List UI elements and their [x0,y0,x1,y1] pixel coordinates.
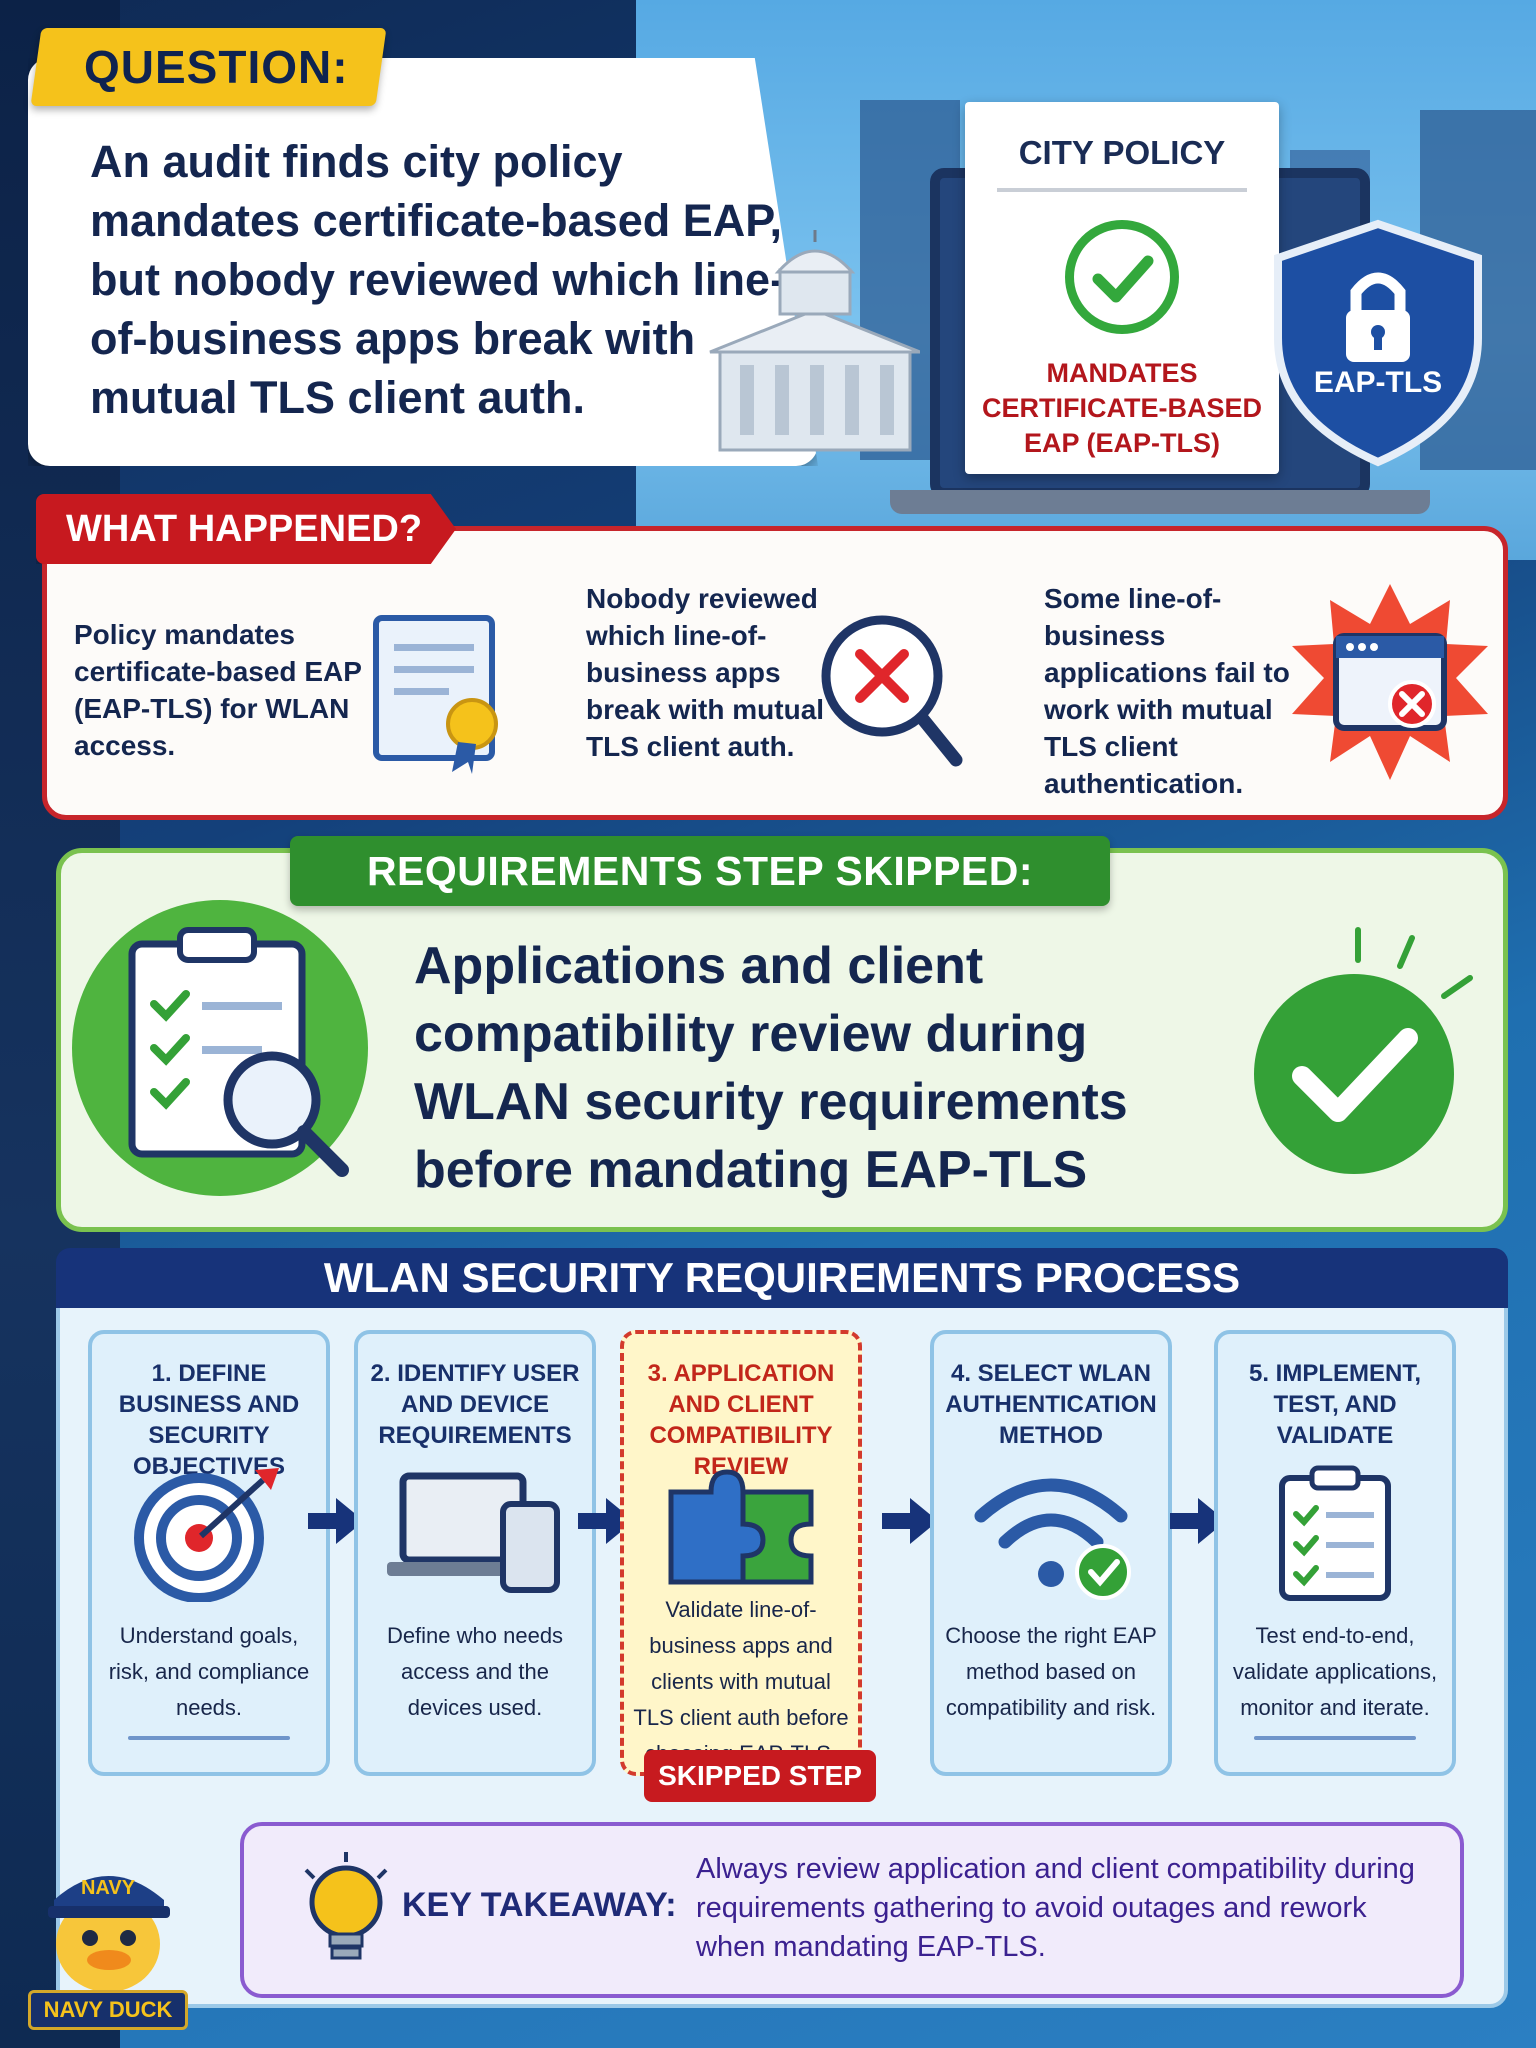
step-desc: Validate line-of-business apps and clien… [633,1597,849,1766]
what-happened-tag: WHAT HAPPENED? [36,494,456,564]
skipped-step-badge: SKIPPED STEP [644,1750,876,1802]
underline [1254,1736,1416,1740]
certificate-icon [373,615,498,774]
policy-card: CITY POLICY MANDATES CERTIFICATE-BASED E… [965,102,1279,474]
process-step-3: 3. APPLICATION AND CLIENT COMPATIBILITY … [620,1330,862,1776]
policy-divider [997,188,1247,192]
checklist-icon [1279,1465,1391,1601]
what-happened-item-3: Some line-of-business applications fail … [1044,583,1290,799]
process-step-5: 5. IMPLEMENT, TEST, AND VALIDATE Test en… [1214,1330,1456,1776]
requirements-tag: REQUIREMENTS STEP SKIPPED: [290,836,1110,906]
step-title: 3. APPLICATION AND CLIENT COMPATIBILITY … [647,1360,835,1480]
underline [128,1736,290,1740]
clipboard-icon [72,900,368,1196]
question-text: An audit finds city policy mandates cert… [90,136,786,423]
magnifier-x-icon [821,615,963,767]
step-desc: Choose the right EAP method based on com… [945,1623,1157,1720]
takeaway-label: KEY TAKEAWAY: [402,1886,677,1924]
laptop-base [890,490,1430,514]
arrow-right-icon [882,1498,938,1544]
question-panel [28,58,818,466]
takeaway-panel [240,1822,1464,1998]
check-circle-icon [1065,220,1179,334]
step-title: 1. DEFINE BUSINESS AND SECURITY OBJECTIV… [118,1360,300,1480]
check-icon [1254,974,1454,1174]
arrow-right-icon [308,1498,364,1544]
shield-lock-icon: EAP-TLS [1268,218,1488,468]
step-desc: Define who needs access and the devices … [386,1623,564,1720]
lightbulb-icon [304,1852,388,1960]
shield-label: EAP-TLS [1313,366,1443,399]
mascot-hat-label: NAVY [81,1877,136,1899]
wifi-check-icon [974,1478,1131,1600]
process-step-2: 2. IDENTIFY USER AND DEVICE REQUIREMENTS… [354,1330,596,1776]
step-title: 4. SELECT WLAN AUTHENTICATION METHOD [945,1360,1157,1449]
step-title: 5. IMPLEMENT, TEST, AND VALIDATE [1248,1360,1422,1449]
step-desc: Test end-to-end, validate applications, … [1232,1623,1438,1720]
process-header: WLAN SECURITY REQUIREMENTS PROCESS [56,1248,1508,1308]
devices-icon [387,1472,560,1593]
app-error-icon [1292,584,1488,780]
navy-duck-mascot: NAVY [48,1876,170,1992]
takeaway-text: Always review application and client com… [696,1853,1415,1963]
what-happened-panel [42,526,1508,820]
question-tag: QUESTION: [30,28,387,106]
mascot-label: NAVY DUCK [28,1990,188,2030]
requirements-text: Applications and client compatibility re… [414,937,1128,1199]
process-step-1: 1. DEFINE BUSINESS AND SECURITY OBJECTIV… [88,1330,330,1776]
sparkle-icon [1355,927,1473,999]
what-happened-item-2: Nobody reviewed which line-of-business a… [586,583,825,762]
arrow-right-icon [1170,1498,1226,1544]
step-desc: Understand goals, risk, and compliance n… [108,1623,310,1720]
policy-title: CITY POLICY [1018,134,1226,171]
puzzle-icon [668,1469,814,1585]
city-hall-icon [709,230,920,452]
process-step-4: 4. SELECT WLAN AUTHENTICATION METHOD Cho… [930,1330,1172,1776]
what-happened-item-1: Policy mandates certificate-based EAP (E… [74,619,362,761]
target-icon [134,1468,279,1602]
policy-text: MANDATES CERTIFICATE-BASED EAP (EAP-TLS) [982,358,1262,458]
step-title: 2. IDENTIFY USER AND DEVICE REQUIREMENTS [370,1360,580,1449]
